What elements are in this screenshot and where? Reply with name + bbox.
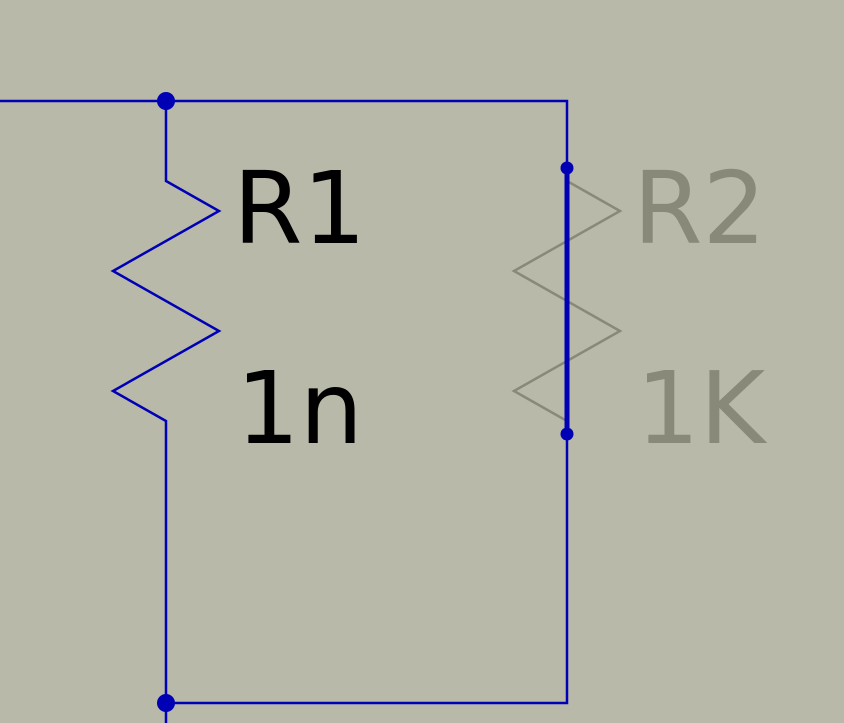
r2-designator-label: R2 [633,150,766,267]
r1-resistor-symbol[interactable] [110,101,222,703]
junction-dot-top[interactable] [157,92,175,110]
r1-value-label: 1n [236,350,363,467]
wire-bottom[interactable] [164,434,569,723]
r2-value-label: 1K [636,350,768,467]
wire-top[interactable] [0,99,569,168]
r2-pin-bottom-dot[interactable] [560,427,574,441]
r1-designator-label: R1 [233,150,366,267]
r2-pin-top-dot[interactable] [560,161,574,175]
junction-dot-bottom[interactable] [157,694,175,712]
